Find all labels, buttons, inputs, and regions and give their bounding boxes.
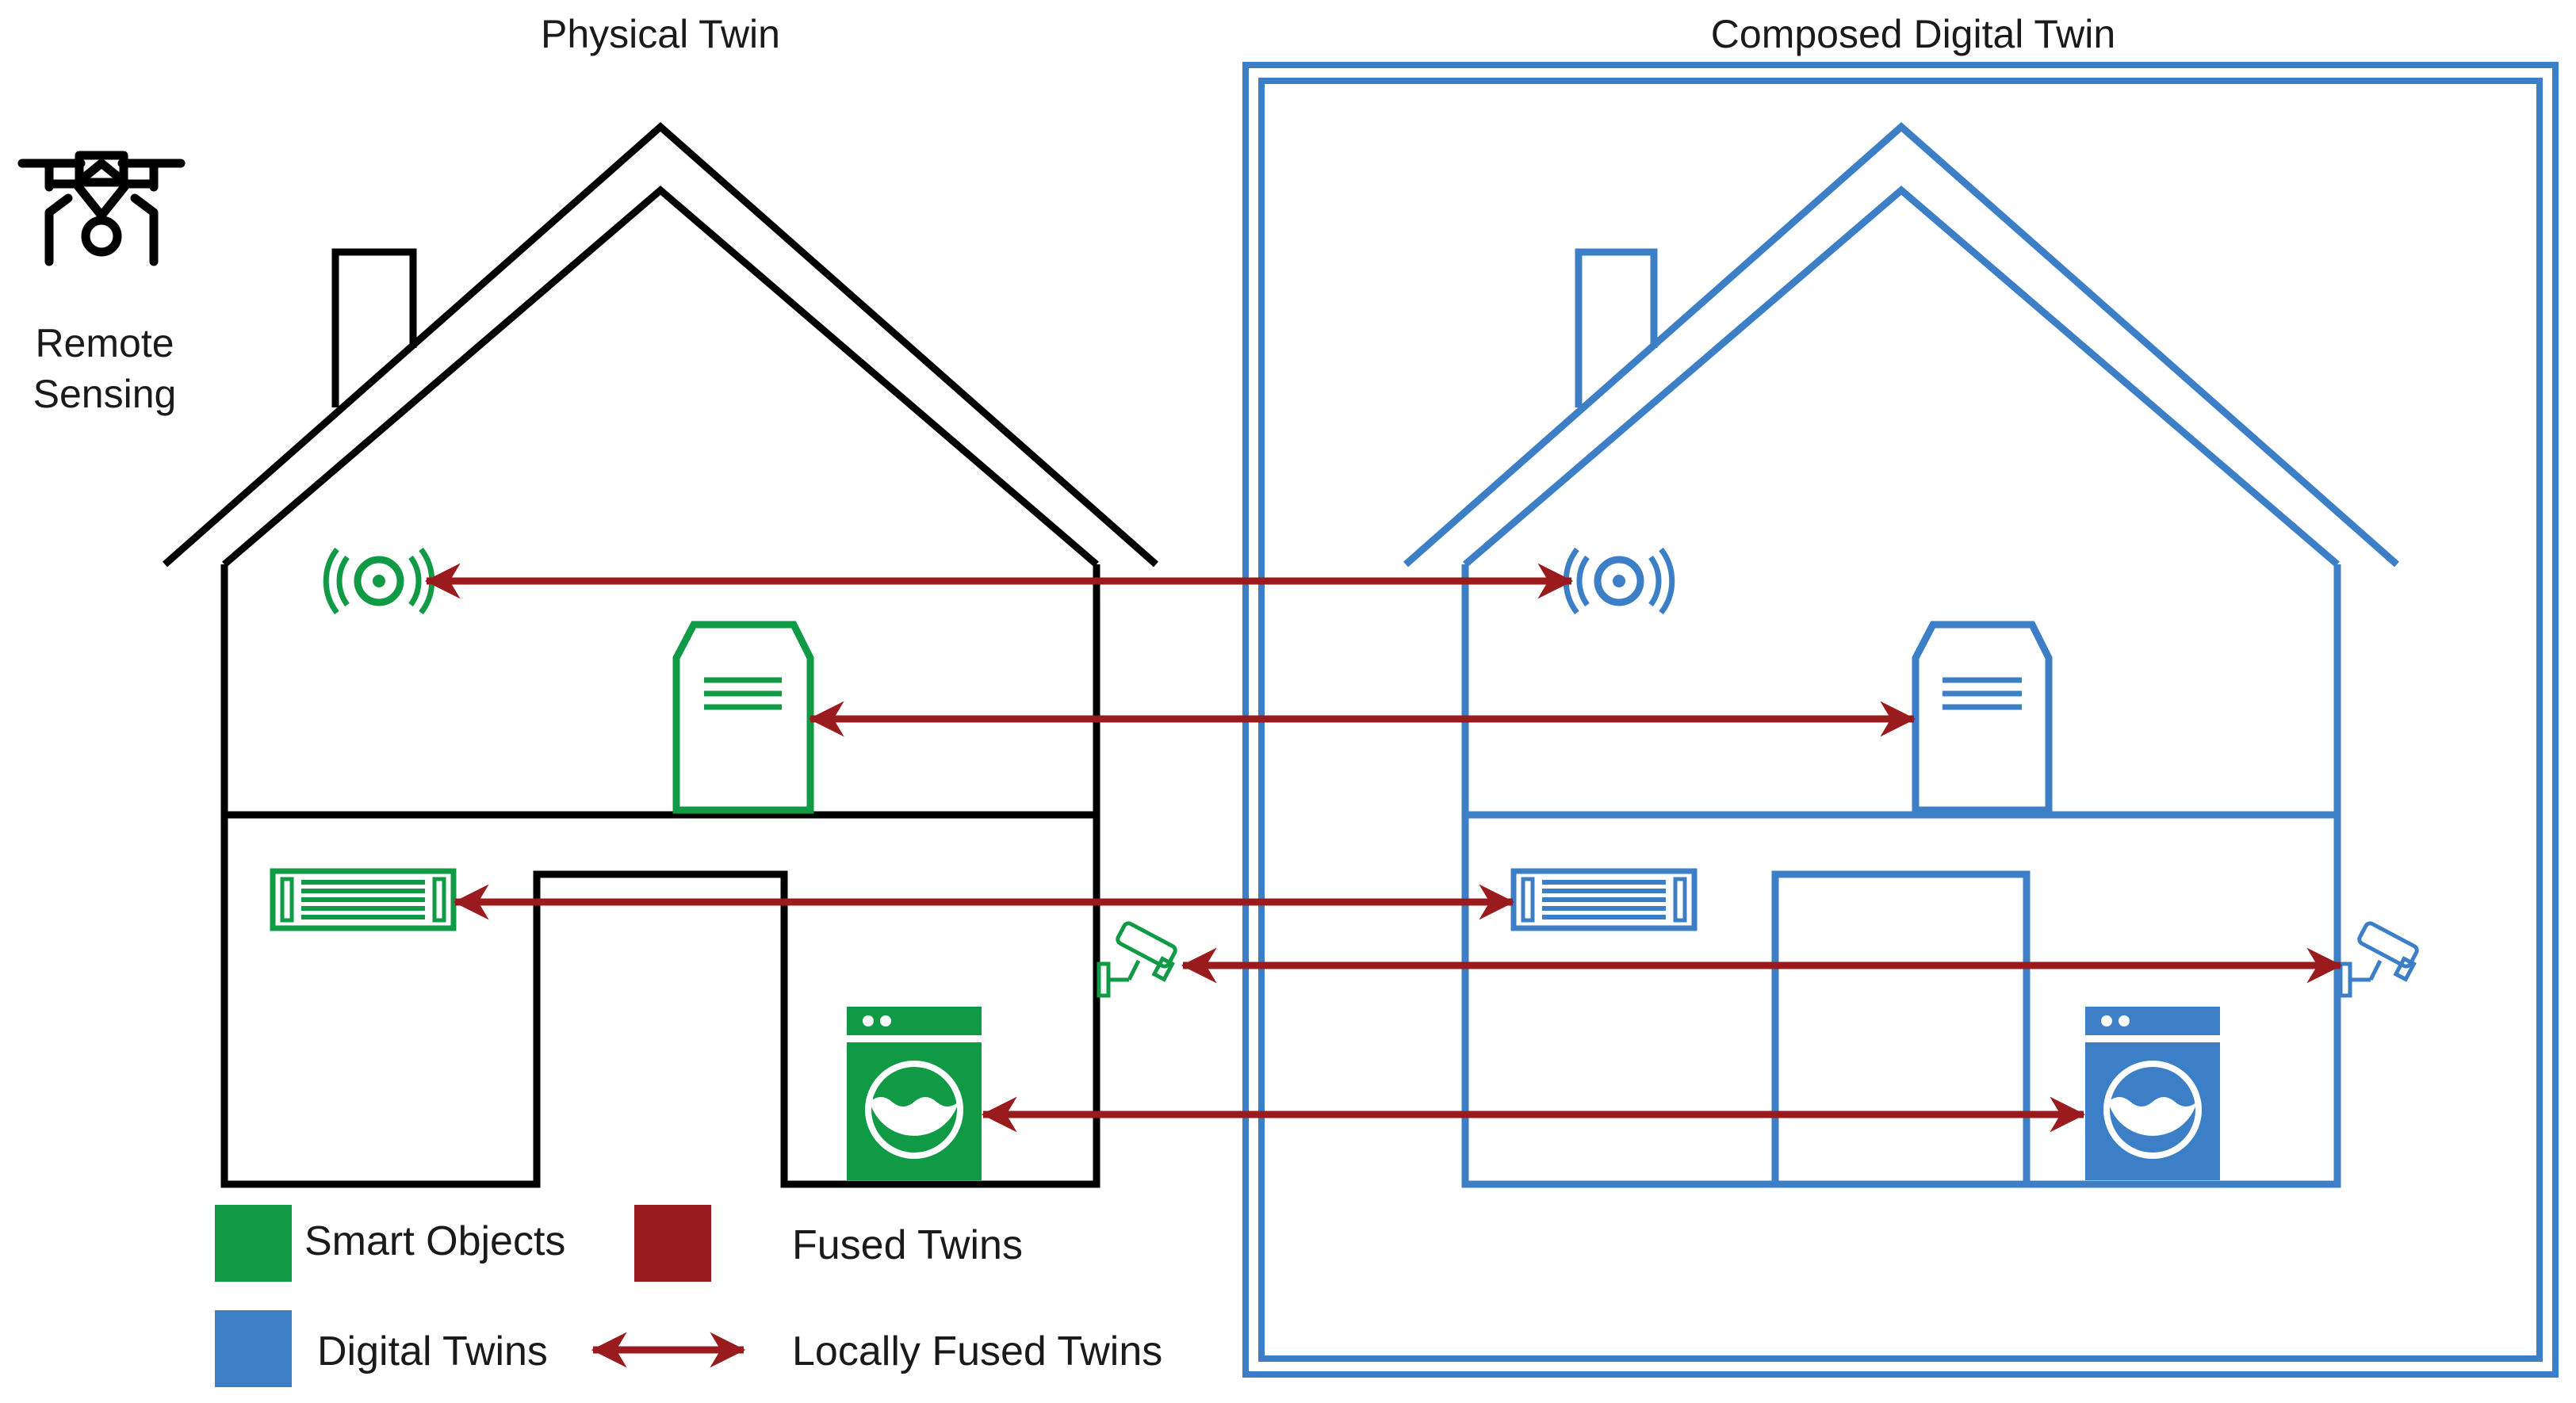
digital-house-walls [1461, 564, 2341, 1188]
legend: Smart Objects Fused Twins Digital Twins … [215, 1205, 1162, 1387]
wireless-sensor-icon [1566, 549, 1672, 613]
physical-twin-title: Physical Twin [541, 12, 780, 56]
remote-sensing-label-line1: Remote [35, 321, 174, 365]
radiator-heater-icon [273, 871, 454, 928]
physical-house [163, 121, 1158, 1188]
radiator-heater-icon [1514, 871, 1694, 928]
legend-swatch-digital-twins [215, 1310, 292, 1387]
legend-label-digital-twins: Digital Twins [317, 1328, 548, 1374]
server-cabinet-icon [672, 621, 814, 814]
digital-house-roof-inner [1463, 185, 2340, 568]
remote-sensing-label-line2: Sensing [33, 372, 177, 416]
washing-machine-icon [847, 1007, 982, 1180]
physical-house-roof-outer [163, 121, 1158, 568]
wireless-sensor-icon [326, 549, 432, 613]
drone-icon [17, 151, 186, 266]
composed-digital-twin-title: Composed Digital Twin [1711, 12, 2115, 56]
legend-label-fused-twins: Fused Twins [792, 1222, 1023, 1268]
physical-house-chimney [331, 248, 417, 407]
digital-house-roof-outer [1403, 121, 2399, 568]
server-cabinet-icon [1912, 621, 2053, 814]
legend-swatch-fused-twins [634, 1205, 711, 1282]
legend-label-locally-fused-twins: Locally Fused Twins [792, 1328, 1162, 1374]
locally-fused-twin-arrows [424, 563, 2343, 1133]
security-camera-icon [2341, 922, 2418, 996]
legend-swatch-smart-objects [215, 1205, 292, 1282]
security-camera-icon [1099, 922, 1177, 996]
legend-label-smart-objects: Smart Objects [304, 1218, 565, 1264]
digital-house-chimney [1575, 248, 1658, 407]
washing-machine-icon [2085, 1007, 2220, 1180]
physical-house-roof-inner [222, 185, 1099, 568]
digital-house [1403, 121, 2399, 1188]
physical-house-walls [220, 564, 1100, 1188]
